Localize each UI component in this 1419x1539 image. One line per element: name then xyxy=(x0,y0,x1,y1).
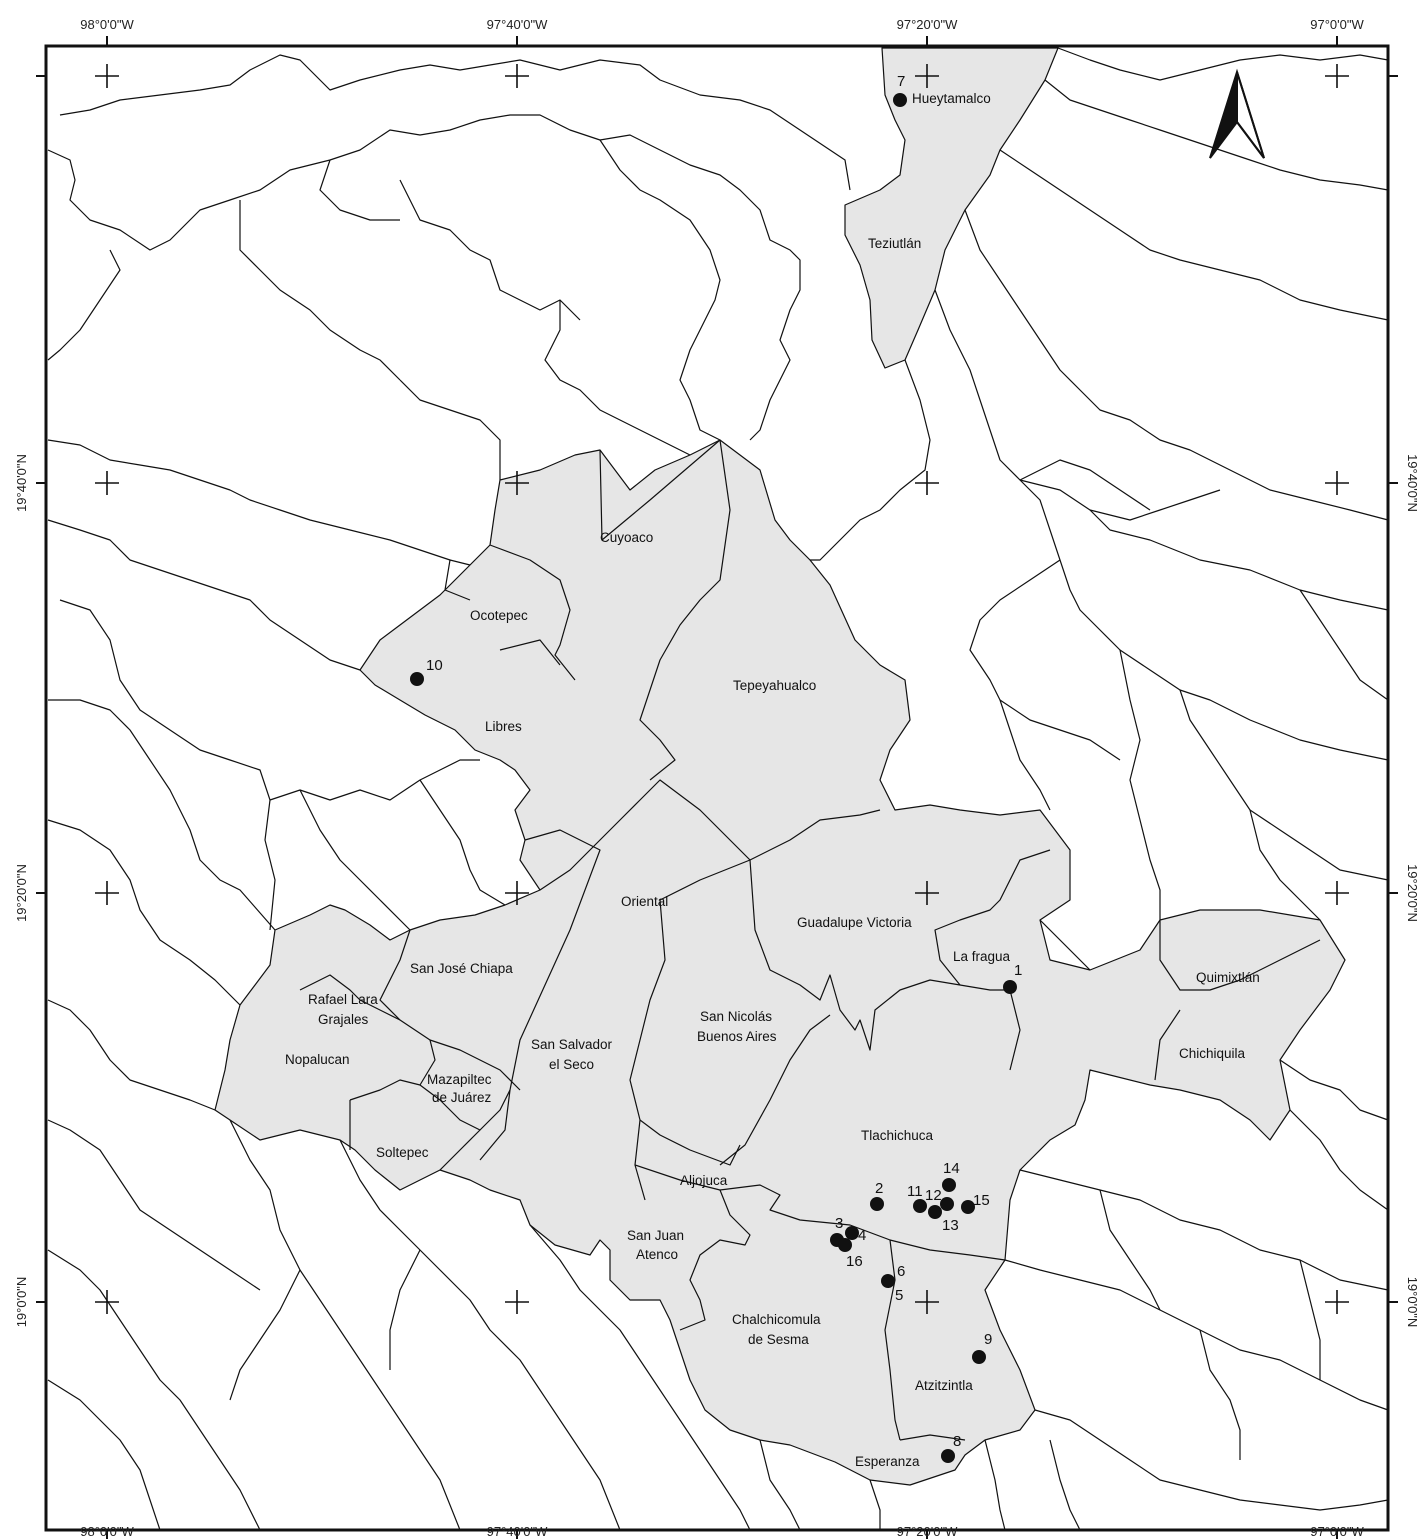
site-label: 6 xyxy=(897,1263,905,1280)
site-dot-icon xyxy=(845,1226,859,1240)
site-labels: 1 2 3 4 5 6 7 8 9 10 11 12 13 14 15 16 xyxy=(426,73,1022,1450)
site-dot-icon xyxy=(972,1350,986,1364)
site-dot-icon xyxy=(1003,980,1017,994)
site-label: 12 xyxy=(925,1187,942,1204)
municipality-label: Mazapiltec xyxy=(427,1072,492,1087)
municipality-label: Aljojuca xyxy=(680,1173,728,1188)
site-label: 1 xyxy=(1014,962,1022,979)
site-dot-icon xyxy=(942,1178,956,1192)
site-dot-icon xyxy=(870,1197,884,1211)
site-dot-icon xyxy=(881,1274,895,1288)
site-label: 5 xyxy=(895,1287,903,1304)
lat-label: 19°20'0"N xyxy=(14,864,29,922)
municipality-label: de Sesma xyxy=(748,1332,809,1347)
municipality-label: Soltepec xyxy=(376,1145,429,1160)
site-label: 2 xyxy=(875,1180,883,1197)
municipality-label: Atenco xyxy=(636,1247,678,1262)
graticule-cross-icon xyxy=(95,64,1349,1314)
study-area-fill xyxy=(214,47,1346,1486)
latitude-labels-left: 19°40'0"N 19°20'0"N 19°0'0"N xyxy=(14,454,29,1327)
municipality-label: San Juan xyxy=(627,1228,684,1243)
site-label: 3 xyxy=(835,1215,843,1232)
site-dot-icon xyxy=(961,1200,975,1214)
lon-label: 98°0'0"W xyxy=(80,1524,134,1539)
municipality-label: Ocotepec xyxy=(470,608,528,623)
lon-label: 97°40'0"W xyxy=(487,17,548,32)
lon-label: 97°40'0"W xyxy=(487,1524,548,1539)
municipality-label: San Salvador xyxy=(531,1037,613,1052)
site-dot-icon xyxy=(838,1238,852,1252)
lat-label: 19°40'0"N xyxy=(1405,454,1419,512)
site-label: 8 xyxy=(953,1433,961,1450)
site-label: 13 xyxy=(942,1217,959,1234)
municipality-label: Buenos Aires xyxy=(697,1029,777,1044)
municipality-label: de Juárez xyxy=(432,1090,492,1105)
municipality-label: Tlachichuca xyxy=(861,1128,934,1143)
municipality-label: Chalchicomula xyxy=(732,1312,821,1327)
municipality-label: La fragua xyxy=(953,949,1011,964)
map-frame xyxy=(44,44,1390,1532)
municipal-boundaries xyxy=(47,47,1389,1531)
latitude-labels-right: 19°40'0"N 19°20'0"N 19°0'0"N xyxy=(1405,454,1419,1327)
lon-label: 97°0'0"W xyxy=(1310,1524,1364,1539)
municipality-labels: Hueytamalco Teziutlán Cuyoaco Ocotepec L… xyxy=(285,91,1260,1469)
site-label: 11 xyxy=(907,1183,923,1200)
site-dot-icon xyxy=(913,1199,927,1213)
municipality-label: Hueytamalco xyxy=(912,91,991,106)
site-dot-icon xyxy=(410,672,424,686)
site-label: 16 xyxy=(846,1253,863,1270)
site-label: 4 xyxy=(858,1227,866,1244)
lat-label: 19°40'0"N xyxy=(14,454,29,512)
municipality-label: Cuyoaco xyxy=(600,530,653,545)
site-dot-icon xyxy=(940,1197,954,1211)
site-dot-icon xyxy=(941,1449,955,1463)
sample-sites xyxy=(410,93,1017,1463)
municipality-label: Atzitzintla xyxy=(915,1378,973,1393)
municipality-label: Libres xyxy=(485,719,522,734)
site-label: 7 xyxy=(897,73,905,90)
lat-label: 19°20'0"N xyxy=(1405,864,1419,922)
municipality-label: el Seco xyxy=(549,1057,594,1072)
lat-label: 19°0'0"N xyxy=(1405,1277,1419,1328)
municipality-label: Grajales xyxy=(318,1012,369,1027)
longitude-labels-top: 98°0'0"W 97°40'0"W 97°20'0"W 97°0'0"W xyxy=(80,17,1364,32)
north-arrow-icon xyxy=(1209,68,1265,159)
site-label: 15 xyxy=(973,1192,990,1209)
frame-ticks xyxy=(36,36,1398,1539)
municipality-label: Rafael Lara xyxy=(308,992,378,1007)
longitude-labels-bottom: 98°0'0"W 97°40'0"W 97°20'0"W 97°0'0"W xyxy=(80,1524,1364,1539)
lon-label: 97°20'0"W xyxy=(897,17,958,32)
lon-label: 97°0'0"W xyxy=(1310,17,1364,32)
municipality-label: Teziutlán xyxy=(868,236,921,251)
site-dot-icon xyxy=(928,1205,942,1219)
site-dot-icon xyxy=(893,93,907,107)
municipality-label: Tepeyahualco xyxy=(733,678,816,693)
lon-label: 97°20'0"W xyxy=(897,1524,958,1539)
municipality-label: Guadalupe Victoria xyxy=(797,915,912,930)
municipality-label: San Nicolás xyxy=(700,1009,772,1024)
site-label: 9 xyxy=(984,1331,992,1348)
municipality-label: Oriental xyxy=(621,894,668,909)
municipality-label: Esperanza xyxy=(855,1454,920,1469)
municipality-label: Nopalucan xyxy=(285,1052,350,1067)
site-label: 10 xyxy=(426,657,443,674)
lat-label: 19°0'0"N xyxy=(14,1277,29,1328)
site-label: 14 xyxy=(943,1160,960,1177)
municipality-label: Quimixtlán xyxy=(1196,970,1260,985)
municipality-label: San José Chiapa xyxy=(410,961,513,976)
municipality-label: Chichiquila xyxy=(1179,1046,1246,1061)
lon-label: 98°0'0"W xyxy=(80,17,134,32)
